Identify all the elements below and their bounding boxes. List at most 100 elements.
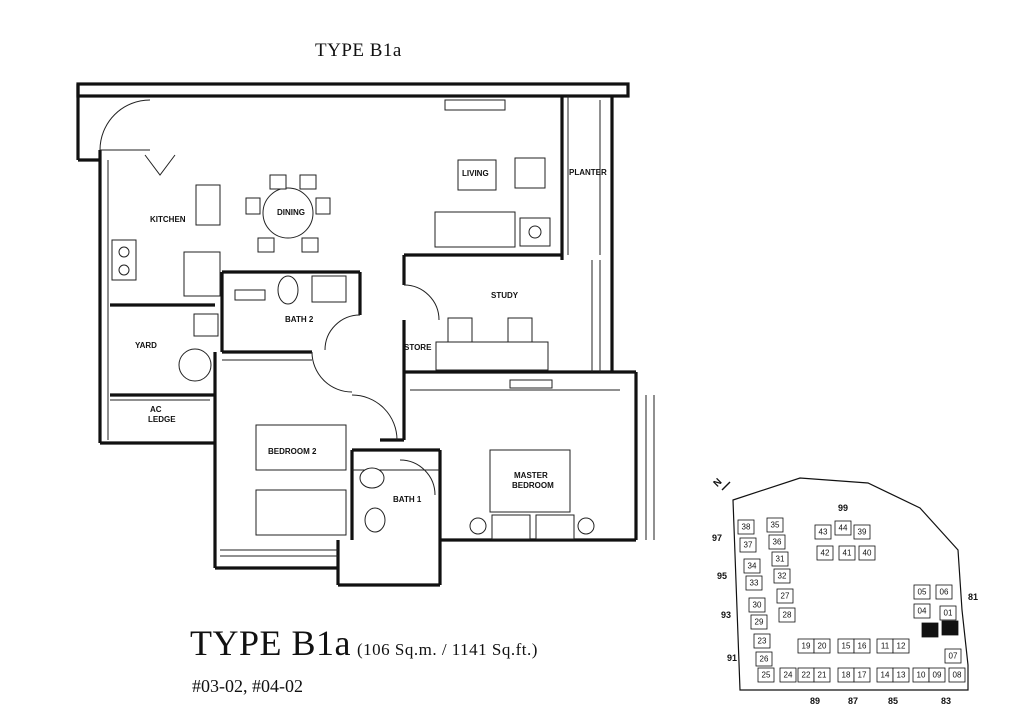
label-ac-ledge-line1: AC bbox=[150, 405, 162, 414]
key-plan-blocks: 38 35 37 36 34 31 33 32 30 27 29 28 23 26 25 24 22 21 19 20… bbox=[737, 517, 966, 683]
key-plan-block-label: 03 bbox=[926, 626, 935, 635]
key-plan-block-label: 37 bbox=[744, 541, 753, 550]
key-plan-block: 23 bbox=[753, 633, 771, 649]
key-plan-block: 30 bbox=[748, 597, 766, 613]
key-plan-block: 18 bbox=[837, 667, 855, 683]
key-plan-block-label: 41 bbox=[843, 549, 852, 558]
key-plan-block: 19 bbox=[797, 638, 815, 654]
label-kitchen: KITCHEN bbox=[150, 215, 186, 224]
key-plan-block-label: 29 bbox=[755, 618, 764, 627]
key-plan-block: 16 bbox=[853, 638, 871, 654]
key-plan-block: 15 bbox=[837, 638, 855, 654]
key-plan-road-label: 81 bbox=[968, 592, 978, 602]
key-plan-block: 33 bbox=[745, 575, 763, 591]
key-plan-block-label: 35 bbox=[771, 521, 780, 530]
key-plan-block-label: 40 bbox=[863, 549, 872, 558]
key-plan-block-label: 25 bbox=[762, 671, 771, 680]
key-plan-road-label: 99 bbox=[838, 503, 848, 513]
key-plan-road-label: 91 bbox=[727, 653, 737, 663]
key-plan-block-label: 39 bbox=[858, 528, 867, 537]
key-plan-block-label: 05 bbox=[918, 588, 927, 597]
key-plan-block-label: 02 bbox=[946, 624, 955, 633]
label-store: STORE bbox=[404, 343, 432, 352]
key-plan-block-label: 04 bbox=[918, 607, 927, 616]
unit-numbers: #03-02, #04-02 bbox=[192, 676, 303, 696]
key-plan-block: 02 bbox=[941, 620, 959, 636]
key-plan-block-label: 16 bbox=[858, 642, 867, 651]
key-plan-block: 17 bbox=[853, 667, 871, 683]
key-plan-block-label: 11 bbox=[881, 642, 890, 651]
label-living: LIVING bbox=[462, 169, 489, 178]
key-plan-block: 31 bbox=[771, 551, 789, 567]
key-plan-block-label: 30 bbox=[753, 601, 762, 610]
key-plan-block-label: 26 bbox=[760, 655, 769, 664]
key-plan-block-label: 27 bbox=[781, 592, 790, 601]
unit-area: (106 Sq.m. / 1141 Sq.ft.) bbox=[357, 640, 538, 659]
key-plan-block-label: 21 bbox=[818, 671, 827, 680]
key-plan-road-label: 85 bbox=[888, 696, 898, 706]
key-plan-block-label: 42 bbox=[821, 549, 830, 558]
key-plan-block: 39 bbox=[853, 524, 871, 540]
label-yard: YARD bbox=[135, 341, 157, 350]
key-plan-block-label: 01 bbox=[944, 609, 953, 618]
key-plan-block: 38 bbox=[737, 519, 755, 535]
key-plan-block-label: 28 bbox=[783, 611, 792, 620]
north-arrow-icon bbox=[721, 481, 731, 491]
key-plan-block-label: 36 bbox=[773, 538, 782, 547]
key-plan-block: 08 bbox=[948, 667, 966, 683]
walls bbox=[76, 82, 638, 587]
key-plan-block: 13 bbox=[892, 667, 910, 683]
key-plan-block-label: 38 bbox=[742, 523, 751, 532]
furniture bbox=[111, 99, 595, 540]
window-lines bbox=[107, 96, 655, 557]
key-plan-block: 05 bbox=[913, 584, 931, 600]
key-plan-block: 22 bbox=[797, 667, 815, 683]
key-plan-block: 25 bbox=[757, 667, 775, 683]
key-plan-block: 10 bbox=[912, 667, 930, 683]
key-plan-road-label: 89 bbox=[810, 696, 820, 706]
key-plan-block-label: 12 bbox=[897, 642, 906, 651]
key-plan-block-label: 13 bbox=[897, 671, 906, 680]
label-bath2: BATH 2 bbox=[285, 315, 314, 324]
label-ac-ledge-line2: LEDGE bbox=[148, 415, 176, 424]
label-bedroom2: BEDROOM 2 bbox=[268, 447, 317, 456]
key-plan-block: 37 bbox=[739, 537, 757, 553]
key-plan-block: 04 bbox=[913, 603, 931, 619]
unit-type-name: TYPE B1a bbox=[190, 623, 351, 663]
key-plan-block: 24 bbox=[779, 667, 797, 683]
label-master-line2: BEDROOM bbox=[512, 481, 554, 490]
key-plan-block: 06 bbox=[935, 584, 953, 600]
key-plan-block: 29 bbox=[750, 614, 768, 630]
key-plan-block: 09 bbox=[928, 667, 946, 683]
key-plan-block: 07 bbox=[944, 648, 962, 664]
key-plan-block: 21 bbox=[813, 667, 831, 683]
key-plan-block-label: 20 bbox=[818, 642, 827, 651]
key-plan-block-label: 08 bbox=[953, 671, 962, 680]
key-plan-block: 44 bbox=[834, 520, 852, 536]
key-plan-block-label: 10 bbox=[917, 671, 926, 680]
key-plan-block: 27 bbox=[776, 588, 794, 604]
key-plan-block: 28 bbox=[778, 607, 796, 623]
key-plan-block: 26 bbox=[755, 651, 773, 667]
key-plan-block: 32 bbox=[773, 568, 791, 584]
label-planter: PLANTER bbox=[569, 168, 607, 177]
key-plan-block: 20 bbox=[813, 638, 831, 654]
label-dining: DINING bbox=[277, 208, 305, 217]
key-plan-block-label: 43 bbox=[819, 528, 828, 537]
key-plan-block-label: 22 bbox=[802, 671, 811, 680]
key-plan-block-label: 18 bbox=[842, 671, 851, 680]
unit-type-heading: TYPE B1a (106 Sq.m. / 1141 Sq.ft.) bbox=[190, 622, 538, 664]
page-title: TYPE B1a bbox=[315, 40, 402, 61]
key-plan-block: 01 bbox=[939, 605, 957, 621]
key-plan-block: 03 bbox=[921, 622, 939, 638]
key-plan-block: 35 bbox=[766, 517, 784, 533]
key-plan-block: 34 bbox=[743, 558, 761, 574]
key-plan-block-label: 19 bbox=[802, 642, 811, 651]
key-plan-block-label: 23 bbox=[758, 637, 767, 646]
key-plan-block: 41 bbox=[838, 545, 856, 561]
label-master-line1: MASTER bbox=[514, 471, 548, 480]
key-plan-block-label: 15 bbox=[842, 642, 851, 651]
key-plan-block-label: 31 bbox=[776, 555, 785, 564]
